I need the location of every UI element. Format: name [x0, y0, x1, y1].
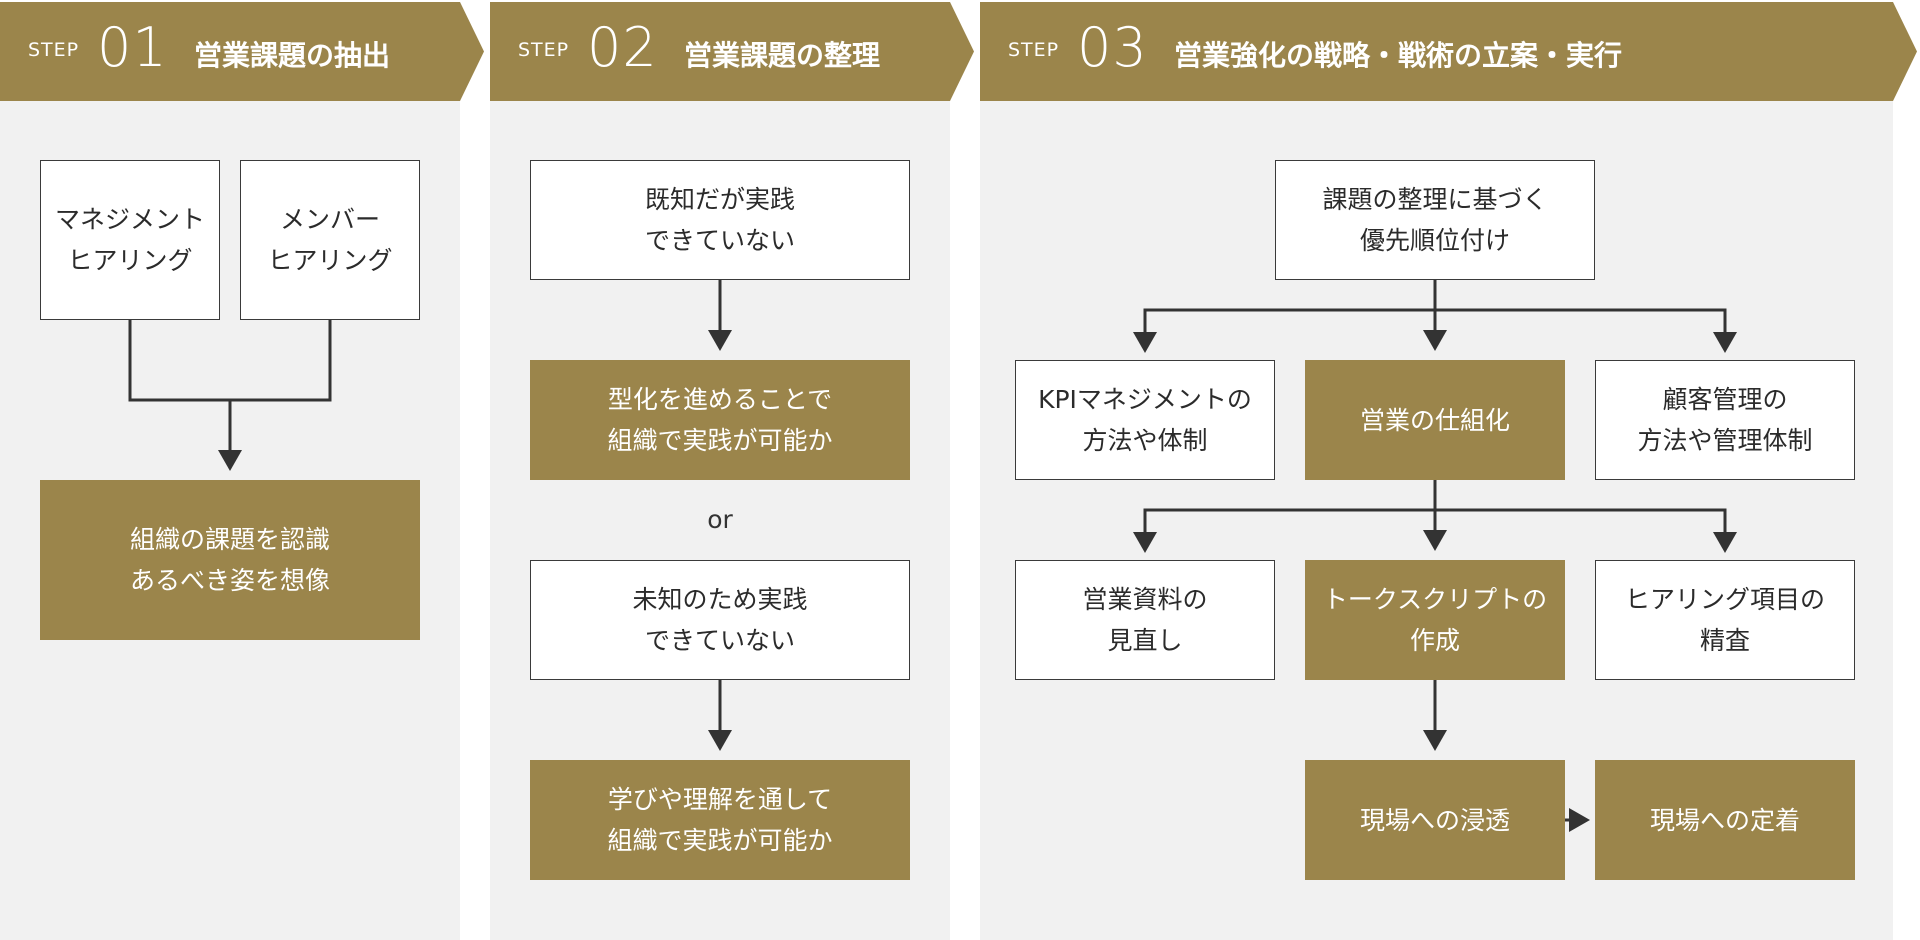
step-title: 営業課題の整理 [684, 39, 881, 72]
step-02-header-arrow [490, 2, 974, 101]
sales-systemization-box: 営業の仕組化 [1305, 360, 1565, 480]
management-hearing-box: マネジメント ヒアリング [40, 160, 220, 320]
unknown-not-practiced-box: 未知のため実践 できていない [530, 560, 910, 680]
step-03-column: STEP 03 営業強化の戦略・戦術の立案・実行 課題の整理に基づく 優先順位付… [980, 0, 1920, 940]
step-03-header: STEP 03 営業強化の戦略・戦術の立案・実行 [980, 2, 1920, 101]
step-01-header-arrow [0, 2, 484, 101]
sales-materials-box: 営業資料の 見直し [1015, 560, 1275, 680]
step-title: 営業課題の抽出 [194, 39, 391, 72]
step-02-header: STEP 02 営業課題の整理 [490, 2, 974, 101]
kpi-management-box: KPIマネジメントの 方法や体制 [1015, 360, 1275, 480]
step-03-header-arrow [980, 2, 1917, 101]
member-hearing-box: メンバー ヒアリング [240, 160, 420, 320]
hearing-items-box: ヒアリング項目の 精査 [1595, 560, 1855, 680]
step-title: 営業強化の戦略・戦術の立案・実行 [1174, 39, 1623, 72]
field-penetration-box: 現場への浸透 [1305, 760, 1565, 880]
step-01-column: STEP 01 営業課題の抽出 マネジメント ヒアリング メンバー ヒアリング … [0, 0, 484, 940]
step-01-header: STEP 01 営業課題の抽出 [0, 2, 484, 101]
known-not-practiced-box: 既知だが実践 できていない [530, 160, 910, 280]
step-label: STEP [518, 39, 570, 61]
step-number: 03 [1077, 16, 1148, 79]
step-label: STEP [1008, 39, 1060, 61]
recognize-issues-box: 組織の課題を認識 あるべき姿を想像 [40, 480, 420, 640]
customer-management-box: 顧客管理の 方法や管理体制 [1595, 360, 1855, 480]
or-label: or [707, 505, 733, 534]
step-number: 02 [587, 16, 658, 79]
learning-box: 学びや理解を通して 組織で実践が可能か [530, 760, 910, 880]
step-number: 01 [97, 16, 168, 79]
talk-script-box: トークスクリプトの 作成 [1305, 560, 1565, 680]
step-02-column: STEP 02 営業課題の整理 既知だが実践 できていない 型化を進めることで … [490, 0, 980, 940]
prioritization-box: 課題の整理に基づく 優先順位付け [1275, 160, 1595, 280]
standardize-box: 型化を進めることで 組織で実践が可能か [530, 360, 910, 480]
field-establishment-box: 現場への定着 [1595, 760, 1855, 880]
step-label: STEP [28, 39, 80, 61]
